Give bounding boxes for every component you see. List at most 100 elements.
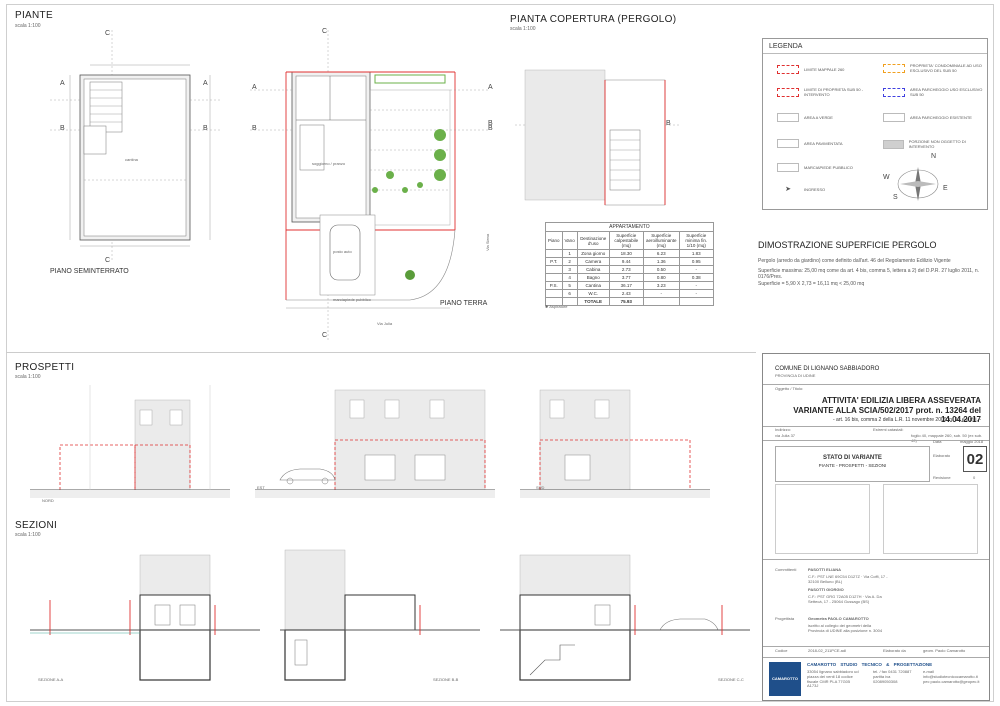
appartamento-title: APPARTAMENTO bbox=[545, 222, 714, 232]
cantina-label: cantina bbox=[125, 157, 138, 162]
col-destinazione: Destinazione d'uso bbox=[576, 231, 610, 250]
compass-s: S bbox=[893, 194, 898, 201]
legend-item-limite-proprieta: LIMITE DI PROPRIETA SUB 50 - INTERVENTO bbox=[777, 87, 877, 97]
legend-box: LEGENDA LIMITE MAPPALE 260 PROPRIETA' CO… bbox=[762, 38, 988, 210]
tb-committenti-label: Committenti bbox=[775, 567, 797, 572]
section-mark-c-top: C bbox=[105, 30, 111, 37]
pergolo-scale: scala 1:100 bbox=[510, 26, 536, 32]
pergolo-mark-b: B bbox=[488, 120, 493, 127]
plan-pergolo bbox=[515, 69, 680, 206]
pergolo-mark-b-right: B bbox=[666, 120, 671, 127]
pt-section-mark-b-right: B bbox=[488, 125, 493, 132]
piano-seminterrato-label: PIANO SEMINTERRATO bbox=[50, 268, 129, 275]
tb-elaborato-da-label: Elaborato da bbox=[883, 648, 906, 653]
col-piano: Piano bbox=[545, 231, 563, 250]
tb-main3: - art. 16 bis, comma 2 della L.R. 11 nov… bbox=[832, 417, 981, 423]
tb-blank-box-1 bbox=[775, 484, 870, 554]
aspiratore-legend: ✱ Aspiratore bbox=[545, 304, 568, 309]
pergolo-calc-line2: Superficie massima: 25,00 mq come da art… bbox=[758, 268, 980, 281]
elevation-est bbox=[255, 389, 495, 498]
pergolo-calc-title: DIMOSTRAZIONE SUPERFICIE PERGOLO bbox=[758, 240, 937, 250]
posto-auto-label: posto auto bbox=[333, 249, 352, 254]
pt-section-mark-a-left: A bbox=[252, 84, 257, 91]
compass-w: W bbox=[883, 174, 890, 181]
prospetto-sud-label: SUD bbox=[536, 485, 545, 490]
section-divider bbox=[6, 352, 756, 353]
pergolo-calc-line3: Superficie = 5,90 X 2,73 = 16,11 mq < 25… bbox=[758, 281, 865, 287]
marciapiede-label: marciapiede pubblico bbox=[333, 297, 371, 302]
legend-item-ingresso: ➤INGRESSO bbox=[777, 185, 825, 193]
elevation-sud bbox=[520, 389, 710, 498]
tb-studio: CAMAROTTO STUDIO TECNICO & PROGETTAZIONE bbox=[807, 662, 933, 667]
pt-section-mark-c-top: C bbox=[322, 28, 328, 35]
soggiorno-label: soggiorno / pranzo bbox=[312, 161, 346, 166]
col-vano: Vano bbox=[561, 231, 578, 250]
tb-provincia: PROVINCIA DI UDINE bbox=[775, 373, 816, 378]
tb-progettista-info: iscritto al collegio dei geometri della … bbox=[808, 623, 883, 633]
sezione-c-label: SEZIONE C-C bbox=[718, 677, 744, 682]
tb-revisione-label: Revisione bbox=[933, 475, 951, 480]
via-julia-label: Via Julia bbox=[377, 321, 393, 326]
section-mark-a-left: A bbox=[60, 80, 65, 87]
section-mark-b-left: B bbox=[60, 125, 65, 132]
via-siena-label: Via Siena bbox=[485, 233, 491, 251]
sheet-border bbox=[6, 4, 994, 702]
legend-item-area-pavimentata: AREA PAVIMENTATA bbox=[777, 139, 843, 148]
elevation-nord bbox=[30, 385, 230, 498]
pergolo-calc-line1: Pergolo (arredo da giardino) come defini… bbox=[758, 258, 951, 264]
compass-n: N bbox=[931, 153, 937, 160]
studio-logo: CAMAROTTO bbox=[769, 662, 801, 696]
plan-piano-terra bbox=[250, 30, 490, 340]
section-a-a bbox=[30, 554, 260, 681]
tb-committente2-info: C.F.: PST GRG 72A05 D127H · Via A. Da Se… bbox=[808, 594, 882, 604]
tb-oggetto-label: Oggetto / Titolo: bbox=[775, 386, 804, 391]
tb-elaborato-da: geom. Paolo Camarotto bbox=[923, 648, 966, 653]
legend-title: LEGENDA bbox=[769, 43, 803, 50]
fan-icon: ✱ bbox=[545, 304, 549, 309]
pt-section-mark-b-left: B bbox=[252, 125, 257, 132]
tb-committente1-name: PASOTTI ELIANA bbox=[808, 567, 842, 572]
prospetto-nord-label: NORD bbox=[42, 498, 54, 503]
section-mark-b-right: B bbox=[203, 125, 208, 132]
plan-seminterrato bbox=[50, 30, 220, 260]
tb-indirizzo-label: Indirizzo: bbox=[775, 427, 792, 432]
legend-item-limite-mappale: LIMITE MAPPALE 260 bbox=[777, 65, 844, 74]
prospetti-scale: scala 1:100 bbox=[15, 374, 41, 380]
section-mark-a-right: A bbox=[203, 80, 208, 87]
tb-revisione: 0 bbox=[973, 475, 976, 480]
prospetto-est-label: EST bbox=[257, 485, 265, 490]
tb-elaborato: 02 bbox=[963, 446, 987, 472]
entrance-arrow-icon: ➤ bbox=[785, 186, 791, 193]
title-block: COMUNE DI LIGNANO SABBIADORO PROVINCIA D… bbox=[762, 353, 990, 701]
legend-item-parcheggio-esclusivo: AREA PARCHEGGIO USO ESCLUSIVO SUB 50 bbox=[883, 87, 983, 97]
section-c-c bbox=[500, 554, 750, 681]
legend-item-marciapiede: MARCIAPIEDE PUBBLICO bbox=[777, 163, 853, 172]
appartamento-table-wrap: APPARTAMENTO Piano Vano Destinazione d'u… bbox=[545, 222, 714, 306]
tb-comune: COMUNE DI LIGNANO SABBIADORO bbox=[775, 366, 880, 372]
tb-data-label: Data bbox=[933, 439, 942, 444]
sezione-b-label: SEZIONE B-B bbox=[433, 677, 459, 682]
tb-data: maggio 2018 bbox=[960, 439, 984, 444]
tb-codice-label: Codice bbox=[775, 648, 788, 653]
tb-tavola-sub: PIANTE - PROSPETTI - SEZIONI bbox=[818, 463, 887, 468]
appartamento-table: APPARTAMENTO Piano Vano Destinazione d'u… bbox=[545, 222, 714, 306]
tb-tavola: STATO DI VARIANTE bbox=[823, 455, 882, 461]
tb-catastali-label: Estremi catastali: bbox=[873, 427, 904, 432]
tb-studio-tel: tel. / fax 0431 720887 partita iva 02089… bbox=[873, 669, 912, 684]
compass-icon bbox=[897, 167, 939, 201]
col-sup-aero: Superficie aeroilluminante (mq) bbox=[642, 231, 680, 250]
piante-scale: scala 1:100 bbox=[15, 23, 41, 29]
piano-terra-label: PIANO TERRA bbox=[440, 300, 488, 307]
legend-item-condominiale: PROPRIETA' CONDOMINIALE AD USO ESCLUSIVO… bbox=[883, 63, 983, 73]
tb-elaborato-label: Elaborato bbox=[933, 453, 951, 458]
col-sup-calp: Superficie calpestabile (mq) bbox=[608, 231, 644, 250]
section-mark-c-bottom: C bbox=[105, 257, 111, 264]
tb-committente2-name: PASOTTI GIORGIO bbox=[808, 587, 844, 592]
section-b-b bbox=[280, 549, 480, 681]
tb-main2: VARIANTE ALLA SCIA/502/2017 prot. n. 132… bbox=[793, 406, 981, 424]
tb-committente1-info: C.F.: PST LNE 69C54 D127Z · Via Coffi, 1… bbox=[808, 574, 888, 584]
